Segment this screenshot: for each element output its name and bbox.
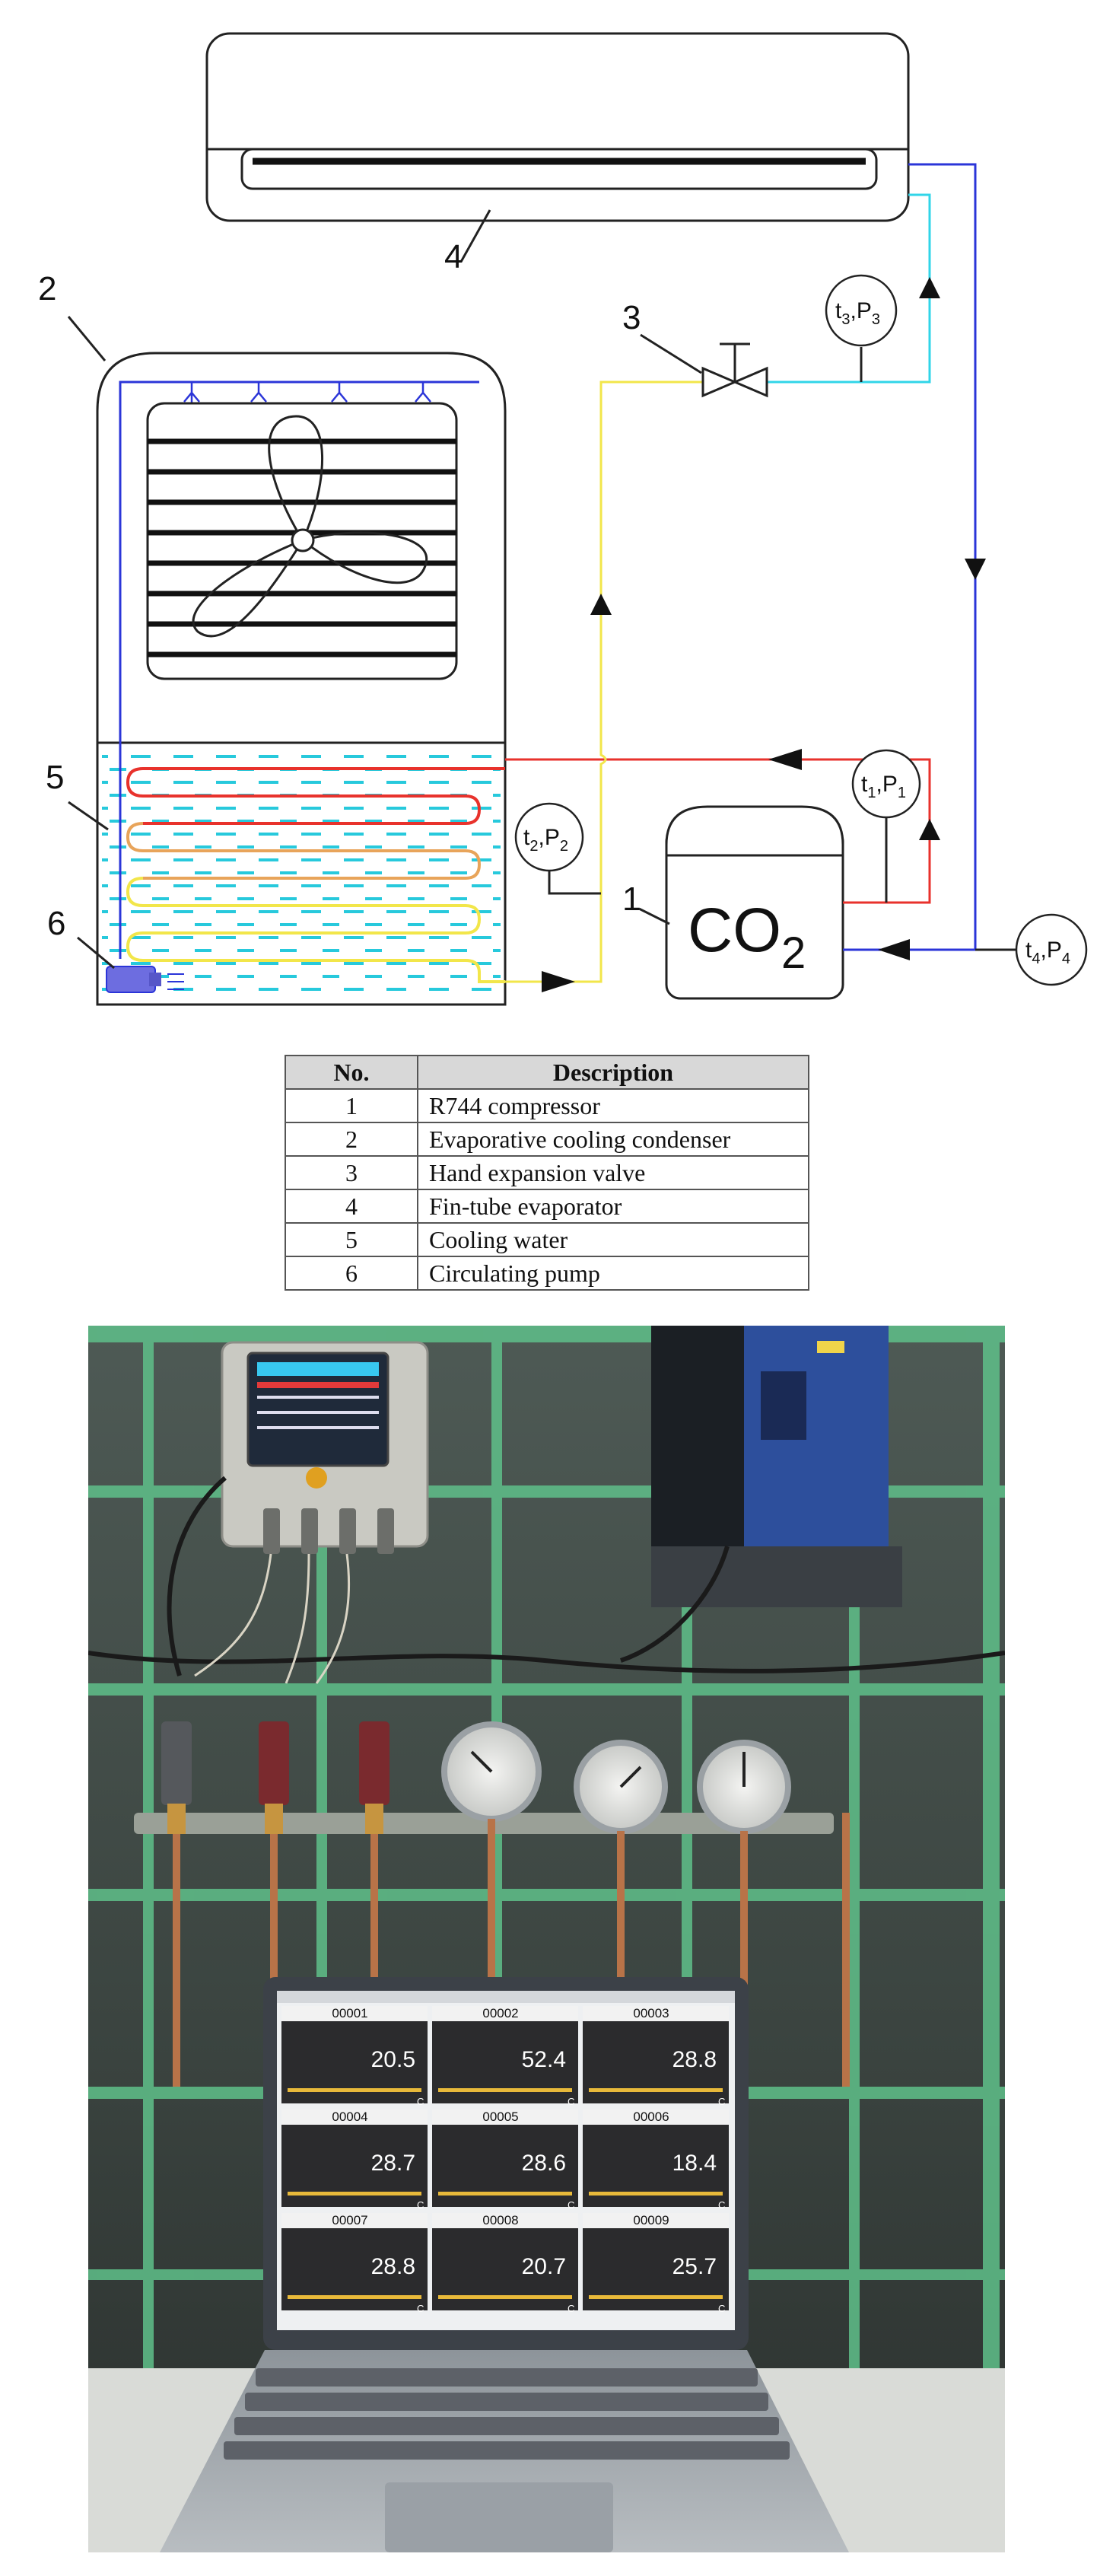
- tile-unit: C: [568, 2303, 575, 2314]
- row-no: 6: [285, 1256, 418, 1291]
- callout-5: 5: [46, 759, 64, 796]
- svg-text:t4,P4: t4,P4: [1025, 938, 1070, 967]
- hand-expansion-valve: [701, 342, 768, 398]
- data-logger-box: [221, 1341, 429, 1554]
- tile-unit: C: [718, 2199, 726, 2211]
- pressure-transducers: [161, 1721, 389, 1834]
- tile-id: 00004: [332, 2110, 368, 2124]
- sensor-wires: [194, 1553, 351, 1684]
- row-no: 1: [285, 1088, 418, 1123]
- row-no: 3: [285, 1155, 418, 1190]
- tile-value: 20.5: [370, 2047, 415, 2072]
- sensor-tiles: [281, 2006, 729, 2310]
- spray-nozzles: [183, 382, 431, 403]
- tile-unit: C: [568, 2096, 575, 2107]
- tile-id: 00003: [633, 2006, 669, 2020]
- pressure-gauges: [441, 1721, 791, 1834]
- tile-unit: C: [718, 2303, 726, 2314]
- row-description: Hand expansion valve: [417, 1155, 809, 1190]
- tile-id: 00002: [482, 2006, 519, 2020]
- test-rig-photo: [88, 1326, 1005, 2552]
- row-no: 5: [285, 1222, 418, 1257]
- sensor-t3-p3: t3,P3: [825, 274, 898, 347]
- table-header-row: No. Description: [285, 1055, 809, 1090]
- tile-value: 25.7: [672, 2254, 717, 2279]
- tile-unit: C: [568, 2199, 575, 2211]
- controller-module: [651, 1326, 902, 1607]
- liquid-line: [505, 381, 703, 983]
- tile-value: 52.4: [521, 2047, 566, 2072]
- svg-text:CO2: CO2: [688, 896, 806, 978]
- sensors: t3,P3 t1,P1 t2,P2 t4,P4: [514, 274, 1088, 986]
- fan-blades: [192, 415, 428, 638]
- tile-value: 20.7: [521, 2254, 566, 2279]
- tile-value: 28.8: [370, 2254, 415, 2279]
- callouts: 2 4 3 5 6 1: [38, 238, 641, 942]
- tile-id: 00005: [482, 2110, 519, 2124]
- tile-value: 28.6: [521, 2151, 566, 2176]
- row-description: Evaporative cooling condenser: [417, 1122, 809, 1157]
- svg-text:t2,P2: t2,P2: [523, 825, 568, 855]
- keyboard: [224, 2368, 790, 2460]
- tile-value: 18.4: [672, 2151, 717, 2176]
- tile-unit: C: [417, 2199, 424, 2211]
- flow-arrows: [542, 277, 986, 992]
- sensor-t4-p4: t4,P4: [1015, 913, 1088, 986]
- sensor-t1-p1: t1,P1: [851, 749, 921, 819]
- callout-4: 4: [444, 238, 463, 275]
- condenser-coil: [126, 767, 505, 983]
- fin-tube-evaporator: [205, 32, 910, 222]
- row-description: Circulating pump: [417, 1256, 809, 1291]
- row-no: 2: [285, 1122, 418, 1157]
- tile-unit: C: [417, 2096, 424, 2107]
- manifold-rail: [134, 1813, 834, 1834]
- callout-6: 6: [47, 905, 65, 942]
- tile-id: 00006: [633, 2110, 669, 2124]
- tile-id: 00008: [482, 2213, 519, 2227]
- svg-text:t1,P1: t1,P1: [861, 772, 906, 801]
- gauge-3-icon: [697, 1740, 791, 1834]
- evaporative-cooling-condenser: [96, 352, 507, 1006]
- tile-id: 00001: [332, 2006, 368, 2020]
- circulating-pump: [106, 966, 184, 993]
- svg-text:t3,P3: t3,P3: [835, 298, 880, 328]
- header-no: No.: [285, 1055, 418, 1090]
- gauge-2-icon: [574, 1740, 668, 1834]
- tile-id: 00009: [633, 2213, 669, 2227]
- indicator-lamp-icon: [306, 1467, 327, 1489]
- callout-3: 3: [622, 299, 641, 336]
- sensor-t2-p2: t2,P2: [514, 802, 584, 872]
- row-no: 4: [285, 1189, 418, 1224]
- refrigeration-cycle-diagram: CO 2: [38, 32, 1088, 1006]
- callout-2: 2: [38, 270, 56, 307]
- trackpad: [385, 2482, 613, 2552]
- row-description: R744 compressor: [417, 1088, 809, 1123]
- compressor-label: CO: [688, 896, 781, 965]
- r744-compressor: CO2: [665, 805, 844, 1000]
- cables: [88, 1476, 1005, 1676]
- tile-unit: C: [718, 2096, 726, 2107]
- gauge-1-icon: [441, 1721, 542, 1822]
- row-description: Cooling water: [417, 1222, 809, 1257]
- row-description: Fin-tube evaporator: [417, 1189, 809, 1224]
- tile-value: 28.8: [672, 2047, 717, 2072]
- tile-unit: C: [417, 2303, 424, 2314]
- tile-id: 00007: [332, 2213, 368, 2227]
- header-description: Description: [417, 1055, 809, 1090]
- tile-value: 28.7: [370, 2151, 415, 2176]
- callout-1: 1: [622, 880, 641, 918]
